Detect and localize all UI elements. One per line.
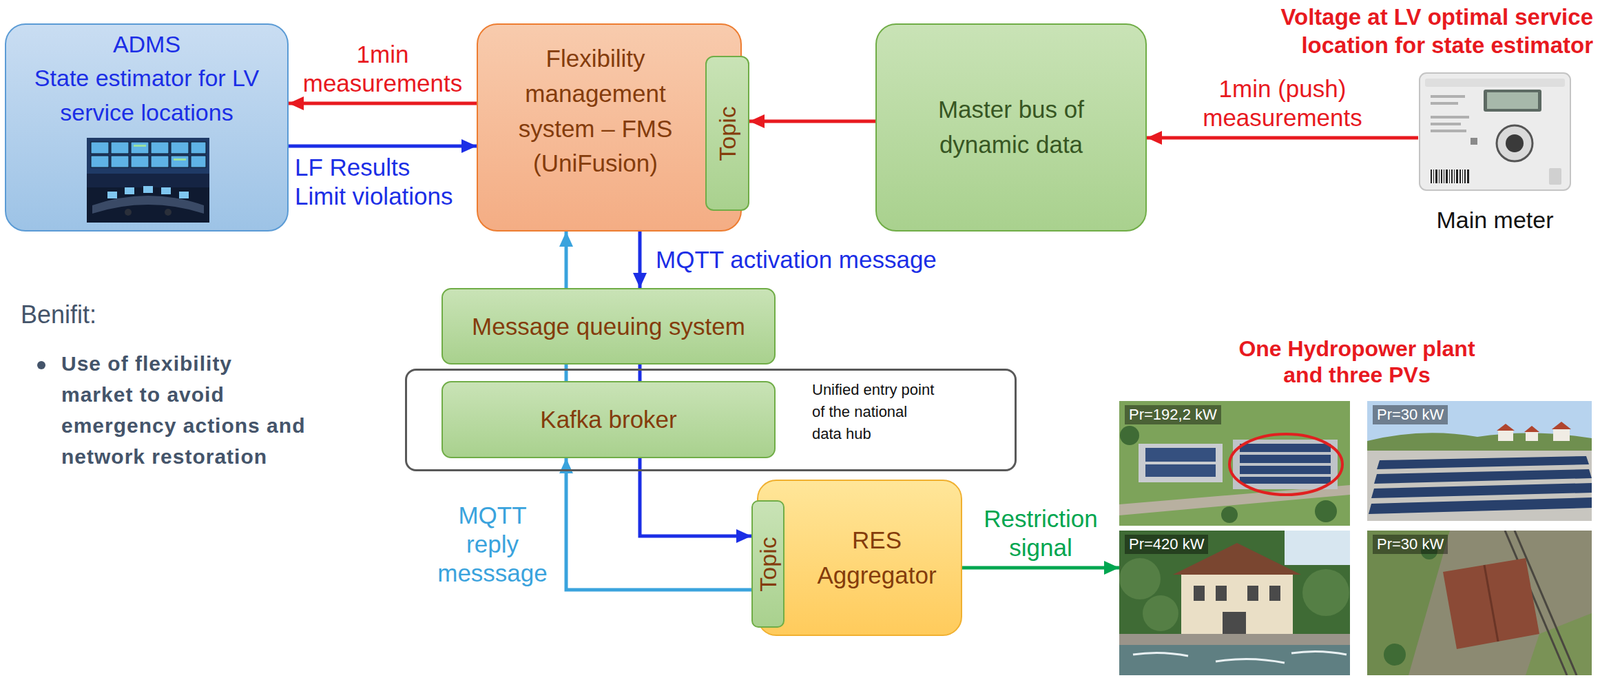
data-hub-frame: Unified entry point of the national data… <box>404 368 1017 472</box>
control-room-photo <box>86 137 210 223</box>
benefit-item: Use of flexibility market to avoid emerg… <box>61 347 310 472</box>
node-label: Topic <box>754 536 782 591</box>
node-label: Message queuing system <box>471 312 746 341</box>
edge-label: 1min (push) measurements <box>1179 74 1386 133</box>
plant-photo: Pr=30 kW <box>1367 530 1592 675</box>
connector-arrow <box>638 364 642 381</box>
adms-box: ADMSState estimator for LV service locat… <box>4 23 289 232</box>
node-label: Pr=420 kW <box>1124 534 1209 554</box>
connector-arrow <box>566 458 752 590</box>
bullet-dot <box>34 358 49 372</box>
connector-arrow <box>564 231 569 288</box>
node-label: Flexibility management system – FMS (Uni… <box>497 41 694 182</box>
edge-label: Restriction signal <box>968 504 1114 563</box>
topic-tab: Topic <box>751 500 785 628</box>
node-label: Topic <box>714 106 742 161</box>
node-label: Unified entry point of the national data… <box>812 378 941 445</box>
benefit-heading: Benifit: <box>20 300 97 330</box>
edge-label: 1min measurements <box>296 39 470 98</box>
connector-arrow <box>288 144 477 149</box>
broker-box: Kafka broker <box>441 380 776 459</box>
plant-group: One Hydropower plant and three PVs Pr=19… <box>1119 321 1596 675</box>
node-label: RES Aggregator <box>807 522 946 594</box>
connector-arrow <box>749 119 876 124</box>
connector-arrow <box>564 364 569 381</box>
fms-box: Flexibility management system – FMS (Uni… <box>476 23 742 232</box>
node-label: Kafka broker <box>539 405 677 434</box>
connector-arrow <box>288 101 477 106</box>
aggregator-box: RES Aggregator Topic <box>756 479 963 636</box>
meter-device: Voltage at LV optimal service location f… <box>1418 71 1572 192</box>
connector-arrow <box>962 566 1120 570</box>
queue-box: Message queuing system <box>441 287 776 365</box>
plant-photo: Pr=30 kW <box>1367 400 1592 521</box>
connector-arrow <box>1146 136 1419 140</box>
plant-photo: Pr=192,2 kW <box>1119 400 1350 526</box>
node-label: Voltage at LV optimal service location f… <box>1234 2 1594 60</box>
node-caption: State estimator for LV service locations <box>22 61 271 130</box>
node-label: Pr=30 kW <box>1372 534 1448 554</box>
node-label: Pr=192,2 kW <box>1124 404 1222 425</box>
node-label: Pr=30 kW <box>1372 404 1448 425</box>
edge-label: MQTT activation message <box>655 245 937 275</box>
topic-tab: Topic <box>705 55 750 211</box>
node-label: One Hydropower plant and three PVs <box>1222 335 1492 389</box>
node-label: ADMS <box>112 27 181 62</box>
edge-label: MQTT reply messsage <box>433 500 552 588</box>
connector-arrow <box>638 231 642 288</box>
node-label: Master bus of dynamic data <box>914 92 1108 163</box>
data-bus-box: Master bus of dynamic data <box>875 23 1147 232</box>
node-caption: Main meter <box>1418 206 1572 234</box>
plant-photo: Pr=420 kW <box>1119 530 1350 675</box>
edge-label: LF Results Limit violations <box>294 152 464 211</box>
meter-picture <box>1418 71 1572 192</box>
